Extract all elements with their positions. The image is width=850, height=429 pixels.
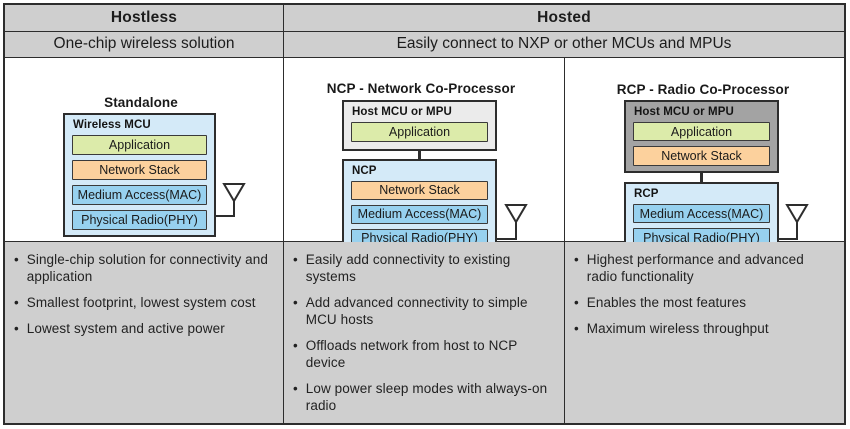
standalone-title: Standalone [104, 94, 178, 110]
rcp-host-label: Host MCU or MPU [634, 105, 734, 118]
rcp-diagram: RCP - Radio Co-Processor Host MCU or MPU… [565, 58, 844, 255]
mac-layer: Medium Access(MAC) [351, 204, 488, 224]
list-item: • Easily add connectivity to existing sy… [293, 251, 558, 285]
hosted-subtitle: Easily connect to NXP or other MCUs and … [396, 35, 732, 53]
host-rcp-connector [700, 172, 703, 182]
subtitle-cell-hostless: One-chip wireless solution [5, 31, 284, 57]
network-stack-layer: Network Stack [351, 180, 488, 200]
network-stack-layer: Network Stack [72, 159, 207, 180]
rcp-title: RCP - Radio Co-Processor [616, 81, 790, 97]
mac-layer: Medium Access(MAC) [633, 203, 770, 224]
bullet-text: Easily add connectivity to existing syst… [305, 252, 511, 284]
list-item: • Add advanced connectivity to simple MC… [293, 294, 558, 328]
rcp-label: RCP [634, 187, 659, 200]
bullet-text: Enables the most features [586, 295, 747, 310]
subtitle-cell-hosted: Easily connect to NXP or other MCUs and … [284, 31, 844, 57]
bullet-text: Smallest footprint, lowest system cost [26, 295, 256, 310]
bullet-text: Low power sleep modes with always-on rad… [305, 381, 548, 413]
application-layer: Application [72, 134, 207, 155]
network-stack-layer: Network Stack [633, 146, 770, 166]
standalone-diagram: Standalone Wireless MCU Application Netw… [5, 57, 284, 241]
bullet-icon: • [293, 381, 298, 396]
diagram-row: Standalone Wireless MCU Application Netw… [5, 57, 844, 255]
bullet-text: Offloads network from host to NCP device [305, 338, 518, 370]
bullet-text: Single-chip solution for connectivity an… [26, 252, 268, 284]
rcp-bullets-cell: • Highest performance and advanced radio… [565, 242, 844, 423]
standalone-bullets-cell: • Single-chip solution for connectivity … [5, 242, 284, 423]
host-ncp-connector [418, 150, 421, 159]
rcp-host-box: Host MCU or MPU Application Network Stac… [624, 99, 779, 173]
application-layer: Application [633, 121, 770, 142]
ncp-host-label: Host MCU or MPU [352, 105, 452, 118]
phy-layer: Physical Radio(PHY) [72, 209, 207, 230]
wireless-mcu-box: Wireless MCU Application Network Stack M… [63, 112, 216, 237]
bullet-text: Add advanced connectivity to simple MCU … [305, 295, 528, 327]
subtitle-row: One-chip wireless solution Easily connec… [5, 31, 844, 58]
wireless-mcu-label: Wireless MCU [73, 118, 151, 131]
bullet-text: Highest performance and advanced radio f… [586, 252, 804, 284]
hostless-subtitle: One-chip wireless solution [53, 35, 235, 53]
comparison-table: Hostless Hosted One-chip wireless soluti… [3, 3, 846, 425]
antenna-icon [497, 203, 528, 240]
bullet-text: Maximum wireless throughput [586, 321, 769, 336]
list-item: • Smallest footprint, lowest system cost [14, 294, 277, 311]
list-item: • Single-chip solution for connectivity … [14, 251, 277, 285]
bullet-icon: • [293, 252, 298, 267]
bullet-icon: • [14, 321, 19, 336]
mac-layer: Medium Access(MAC) [72, 184, 207, 205]
list-item: • Low power sleep modes with always-on r… [293, 380, 558, 414]
ncp-bullet-list: • Easily add connectivity to existing sy… [284, 242, 564, 414]
bullet-text: Lowest system and active power [26, 321, 225, 336]
antenna-icon [214, 182, 246, 217]
ncp-label: NCP [352, 164, 377, 177]
bullet-icon: • [14, 295, 19, 310]
bullet-icon: • [574, 252, 579, 267]
bullet-icon: • [293, 295, 298, 310]
rcp-bullet-list: • Highest performance and advanced radio… [565, 242, 844, 337]
list-item: • Highest performance and advanced radio… [574, 251, 838, 285]
bullet-icon: • [574, 321, 579, 336]
ncp-title: NCP - Network Co-Processor [326, 80, 516, 96]
ncp-host-box: Host MCU or MPU Application [342, 99, 497, 151]
ncp-box: NCP Network Stack Medium Access(MAC) Phy… [342, 158, 497, 255]
bullets-row: • Single-chip solution for connectivity … [5, 242, 844, 423]
list-item: • Offloads network from host to NCP devi… [293, 337, 558, 371]
list-item: • Maximum wireless throughput [574, 320, 838, 337]
bullet-icon: • [14, 252, 19, 267]
header-cell-hostless: Hostless [5, 5, 284, 31]
hostless-title: Hostless [110, 8, 178, 26]
ncp-diagram: NCP - Network Co-Processor Host MCU or M… [284, 57, 565, 255]
hosted-title: Hosted [537, 8, 591, 26]
header-cell-hosted: Hosted [284, 5, 844, 31]
antenna-icon [779, 203, 809, 240]
list-item: • Enables the most features [574, 294, 838, 311]
list-item: • Lowest system and active power [14, 320, 277, 337]
bullet-icon: • [574, 295, 579, 310]
bullet-icon: • [293, 338, 298, 353]
application-layer: Application [351, 121, 488, 142]
ncp-bullets-cell: • Easily add connectivity to existing sy… [284, 242, 565, 423]
standalone-bullet-list: • Single-chip solution for connectivity … [5, 242, 283, 337]
header-row: Hostless Hosted [5, 5, 844, 32]
